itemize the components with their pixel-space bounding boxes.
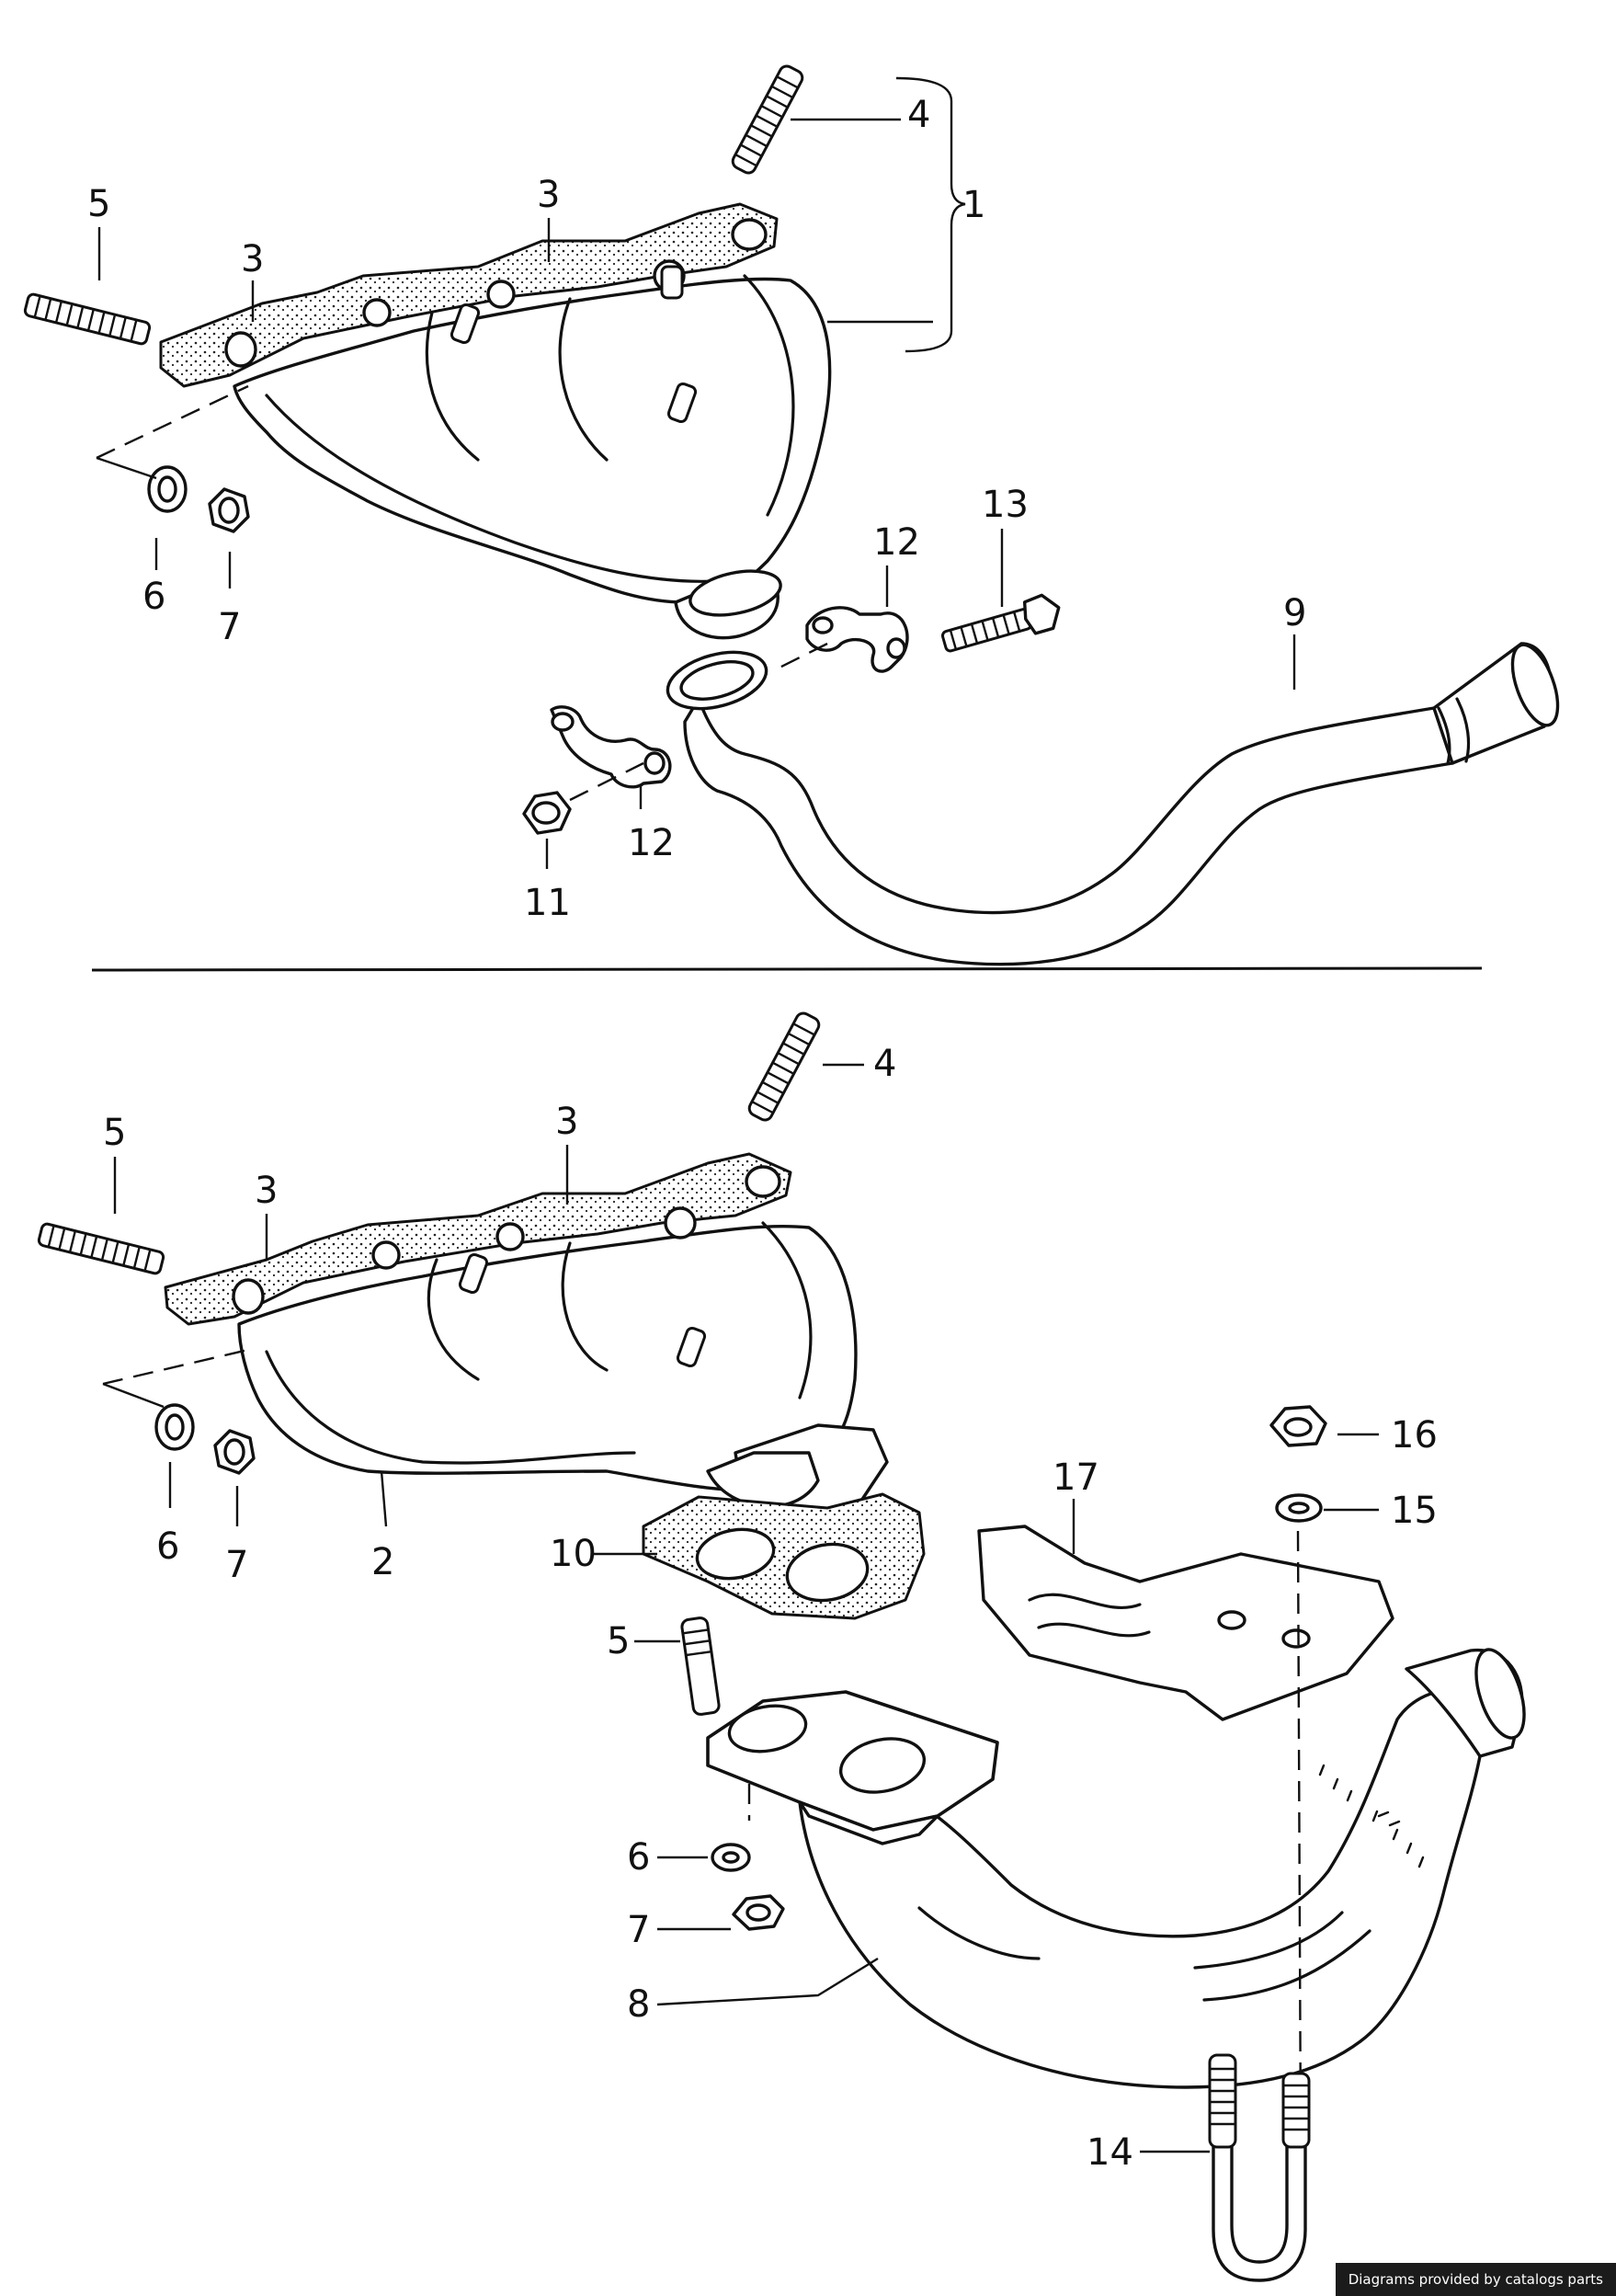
washer-15 (1275, 1493, 1323, 1523)
callout-2: 2 (371, 1541, 394, 1583)
callout-1: 1 (962, 184, 985, 226)
callout-4-upper: 4 (907, 94, 930, 136)
stud-5-upper (23, 292, 152, 346)
manifold-ports-lower (232, 1165, 781, 1315)
credit-badge: Diagrams provided by catalogs parts (1335, 2263, 1616, 2296)
stud-4-upper (731, 64, 804, 175)
front-pipe-9 (666, 642, 1560, 966)
manifold-studs-upper (450, 265, 698, 424)
lower-assembly (37, 1011, 1526, 2282)
callout-3-upper-right: 3 (537, 174, 560, 216)
clamp-12-right (805, 606, 909, 673)
exhaust-manifold-upper (233, 277, 832, 604)
callout-5-lower-left: 5 (103, 1112, 126, 1154)
callout-3-lower-left: 3 (255, 1170, 278, 1212)
bracket-17 (977, 1525, 1394, 1721)
callout-14: 14 (1087, 2131, 1133, 2174)
manifold-studs-lower (458, 1252, 707, 1368)
callout-7-lower-left: 7 (225, 1544, 248, 1586)
callout-4-lower: 4 (873, 1043, 896, 1085)
callout-labels: 1 3 3 4 5 6 7 9 11 12 12 13 2 3 3 4 5 5 … (87, 94, 1438, 2174)
callout-7-upper: 7 (218, 606, 241, 648)
washer-6-upper (147, 465, 188, 513)
upper-assembly (23, 64, 1560, 966)
callout-5-upper: 5 (87, 183, 110, 225)
clamp-12-left (550, 705, 672, 789)
stud-4-lower (747, 1011, 821, 1122)
callout-3-upper-left: 3 (241, 238, 264, 280)
front-pipe-8 (706, 1648, 1526, 2089)
callout-15: 15 (1391, 1490, 1438, 1532)
callout-16: 16 (1391, 1414, 1438, 1456)
callout-10: 10 (550, 1533, 597, 1575)
washer-6-lower-right (711, 1843, 751, 1872)
nut-16 (1269, 1405, 1327, 1447)
callout-17: 17 (1053, 1456, 1099, 1499)
manifold-gasket-upper (159, 202, 779, 388)
section-divider (91, 966, 1483, 972)
callout-13: 13 (982, 484, 1029, 526)
callout-11: 11 (524, 882, 571, 924)
callout-9: 9 (1283, 592, 1306, 634)
stud-5-lower (37, 1222, 165, 1275)
manifold-outlet-flange-lower (706, 1423, 889, 1519)
nut-11 (522, 791, 572, 835)
callout-leaders (97, 118, 1379, 2153)
callout-12-right: 12 (873, 521, 920, 564)
bolt-13 (940, 593, 1061, 653)
nut-7-upper (208, 487, 250, 533)
callout-8: 8 (627, 1983, 650, 2026)
callout-3-lower-right: 3 (555, 1101, 578, 1143)
flange-gasket-10 (642, 1492, 926, 1620)
bracket-1 (895, 76, 966, 353)
callout-6-lower-left: 6 (156, 1525, 179, 1568)
washer-6-lower-left (154, 1403, 195, 1451)
nut-7-lower-right (732, 1894, 785, 1931)
callout-6-upper: 6 (142, 576, 165, 618)
manifold-outlet-upper (674, 569, 782, 640)
u-bolt-14 (1208, 2053, 1311, 2282)
callout-5-lower-stud: 5 (607, 1620, 630, 1662)
stud-5-small (680, 1616, 721, 1716)
nut-7-lower-left (213, 1429, 256, 1475)
callout-6-lower-right: 6 (627, 1836, 650, 1879)
callout-12-left: 12 (628, 822, 675, 864)
callout-7-lower-right: 7 (627, 1909, 650, 1951)
